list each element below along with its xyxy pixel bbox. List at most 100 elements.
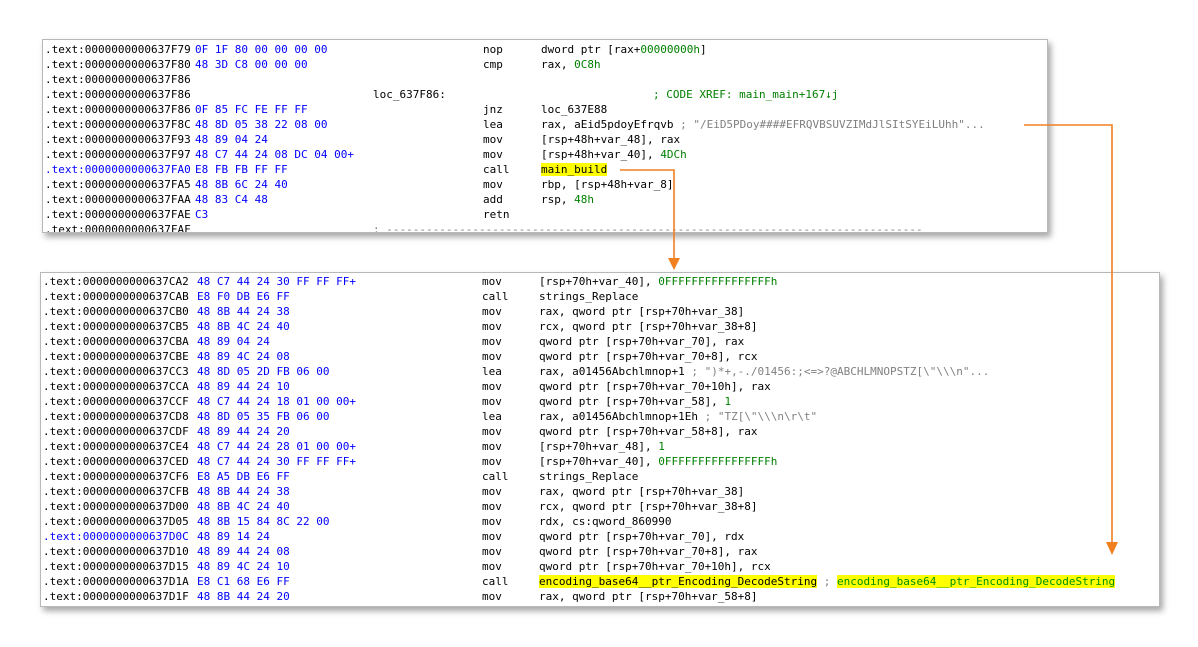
instruction-mnemonic[interactable]: mov (482, 515, 502, 528)
line-address[interactable]: .text:0000000000637FAF (45, 223, 191, 233)
instruction-mnemonic[interactable]: mov (482, 320, 502, 333)
instruction-mnemonic[interactable]: mov (482, 545, 502, 558)
line-address[interactable]: .text:0000000000637FA0 (45, 163, 191, 176)
instruction-mnemonic[interactable]: mov (482, 395, 502, 408)
instruction-operands[interactable]: qword ptr [rsp+70h+var_70], rax (539, 334, 744, 349)
line-address[interactable]: .text:0000000000637CA2 (43, 275, 189, 288)
line-address[interactable]: .text:0000000000637D15 (43, 560, 189, 573)
disasm-line[interactable]: .text:0000000000637F86 loc_637F86: ; CODE … (43, 87, 1047, 102)
instruction-operands[interactable]: strings_Replace (539, 289, 638, 304)
instruction-mnemonic[interactable]: call (482, 470, 509, 483)
line-address[interactable]: .text:0000000000637D10 (43, 545, 189, 558)
line-address[interactable]: .text:0000000000637CCF (43, 395, 189, 408)
line-address[interactable]: .text:0000000000637CDF (43, 425, 189, 438)
line-address[interactable]: .text:0000000000637D1F (43, 590, 189, 603)
instruction-operands[interactable]: qword ptr [rsp+70h+var_70+8], rax (539, 544, 758, 559)
instruction-mnemonic[interactable]: call (482, 290, 509, 303)
instruction-mnemonic[interactable]: nop (483, 43, 503, 56)
instruction-operands[interactable]: qword ptr [rsp+70h+var_58], 1 (539, 394, 731, 409)
line-address[interactable]: .text:0000000000637F86 (45, 73, 191, 86)
instruction-mnemonic[interactable]: add (483, 193, 503, 206)
instruction-mnemonic[interactable]: mov (483, 148, 503, 161)
instruction-operands[interactable]: qword ptr [rsp+70h+var_70+8], rcx (539, 349, 758, 364)
line-address[interactable]: .text:0000000000637F86 (45, 88, 191, 101)
line-address[interactable]: .text:0000000000637CE4 (43, 440, 189, 453)
highlighted-symbol[interactable]: encoding_base64__ptr_Encoding_DecodeStri… (539, 575, 818, 588)
instruction-mnemonic[interactable]: mov (482, 380, 502, 393)
line-address[interactable]: .text:0000000000637F80 (45, 58, 191, 71)
line-address[interactable]: .text:0000000000637CB0 (43, 305, 189, 318)
instruction-mnemonic[interactable]: call (483, 163, 510, 176)
instruction-mnemonic[interactable]: mov (482, 440, 502, 453)
instruction-operands[interactable]: rax, qword ptr [rsp+70h+var_38] (539, 484, 744, 499)
instruction-operands[interactable]: ; CODE XREF: main_main+167↓j (653, 87, 838, 102)
instruction-operands[interactable]: ; --------------------------------------… (373, 222, 923, 232)
instruction-operands[interactable]: [rsp+70h+var_40], 0FFFFFFFFFFFFFFFFh (539, 274, 777, 289)
instruction-mnemonic[interactable]: mov (482, 275, 502, 288)
instruction-operands[interactable]: qword ptr [rsp+70h+var_70], rdx (539, 529, 744, 544)
instruction-operands[interactable]: rax, 0C8h (541, 57, 601, 72)
line-address[interactable]: .text:0000000000637F93 (45, 133, 191, 146)
line-address[interactable]: .text:0000000000637CCA (43, 380, 189, 393)
instruction-operands[interactable]: rdx, cs:qword_860990 (539, 514, 671, 529)
instruction-mnemonic[interactable]: cmp (483, 58, 503, 71)
instruction-mnemonic[interactable]: mov (483, 133, 503, 146)
line-address[interactable]: .text:0000000000637FAE (45, 208, 191, 221)
instruction-operands[interactable]: qword ptr [rsp+70h+var_58+8], rax (539, 424, 758, 439)
instruction-operands[interactable]: qword ptr [rsp+70h+var_70+10h], rcx (539, 559, 771, 574)
instruction-mnemonic[interactable]: lea (482, 410, 502, 423)
instruction-mnemonic[interactable]: mov (482, 305, 502, 318)
line-address[interactable]: .text:0000000000637CED (43, 455, 189, 468)
line-address[interactable]: .text:0000000000637CD8 (43, 410, 189, 423)
instruction-operands[interactable]: rbp, [rsp+48h+var_8] (541, 177, 673, 192)
line-address[interactable]: .text:0000000000637D1A (43, 575, 189, 588)
line-address[interactable]: .text:0000000000637CB5 (43, 320, 189, 333)
line-address[interactable]: .text:0000000000637F79 (45, 43, 191, 56)
instruction-operands[interactable]: rcx, qword ptr [rsp+70h+var_38+8] (539, 319, 758, 334)
instruction-mnemonic[interactable]: mov (482, 350, 502, 363)
instruction-mnemonic[interactable]: mov (482, 485, 502, 498)
highlighted-symbol[interactable]: main_build (541, 163, 608, 176)
instruction-operands[interactable]: rax, qword ptr [rsp+70h+var_58+8] (539, 589, 758, 604)
instruction-mnemonic[interactable]: lea (482, 365, 502, 378)
code-label[interactable]: loc_637F86: (373, 88, 446, 101)
disasm-line[interactable]: .text:0000000000637F86 (43, 72, 1047, 87)
instruction-operands[interactable]: main_build (541, 162, 608, 177)
instruction-operands[interactable]: qword ptr [rsp+70h+var_70+10h], rax (539, 379, 771, 394)
instruction-operands[interactable]: rax, qword ptr [rsp+70h+var_38] (539, 304, 744, 319)
instruction-operands[interactable]: dword ptr [rax+00000000h] (541, 42, 707, 57)
instruction-mnemonic[interactable]: mov (482, 560, 502, 573)
instruction-mnemonic[interactable]: mov (482, 530, 502, 543)
line-address[interactable]: .text:0000000000637D0C (43, 530, 189, 543)
line-address[interactable]: .text:0000000000637CBE (43, 350, 189, 363)
instruction-operands[interactable]: [rsp+48h+var_40], 4DCh (541, 147, 687, 162)
instruction-operands[interactable]: loc_637E88 (541, 102, 607, 117)
instruction-operands[interactable]: [rsp+48h+var_48], rax (541, 132, 680, 147)
instruction-mnemonic[interactable]: mov (482, 335, 502, 348)
